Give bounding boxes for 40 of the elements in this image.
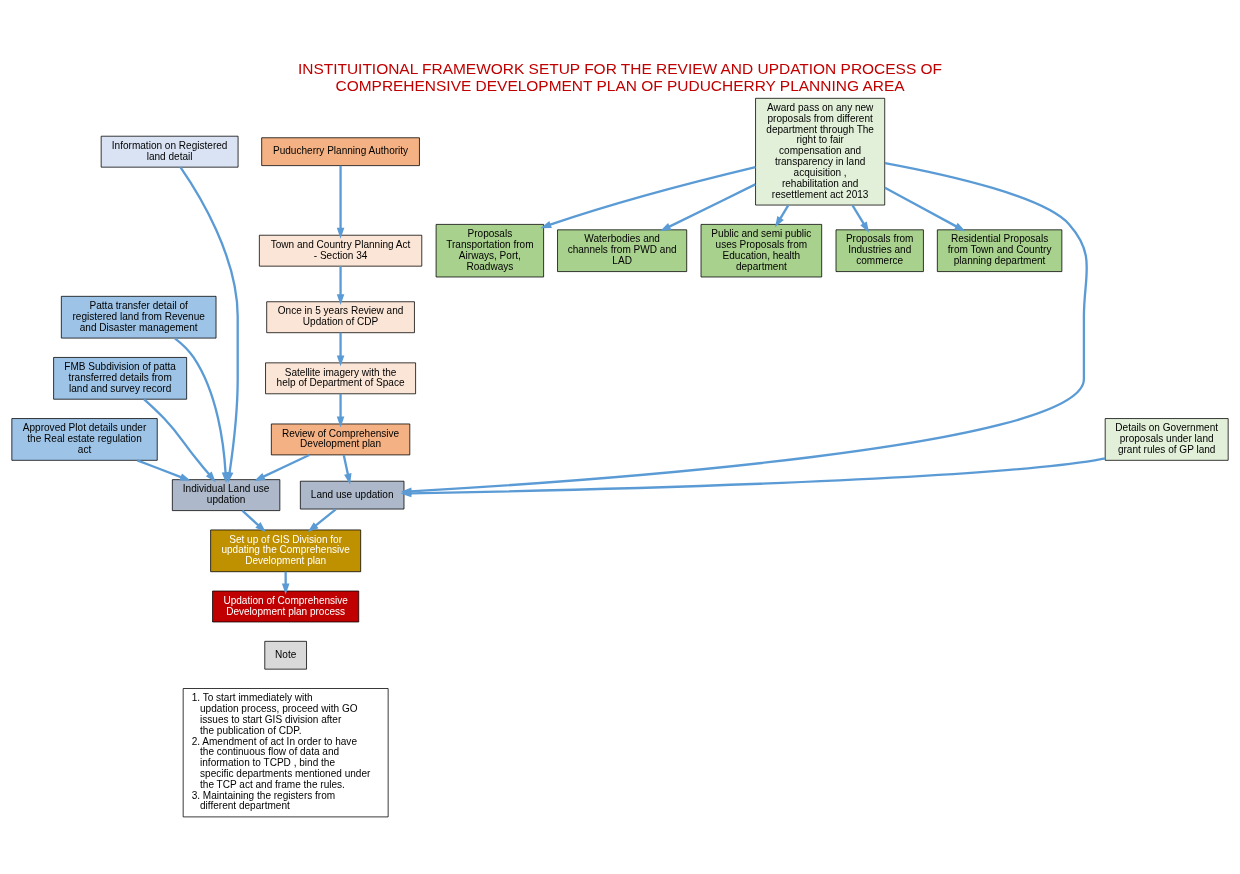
arrow [336, 393, 345, 427]
node-box: 1. To start immediately with updation process, proceed with GO issues to start GIS division after the publication of CDP. 2. Amendment of act In order to have the continuous flow of data and information to TCPD , bind the specific departments mentioned under the TCP act and frame the rules. 3. Maintaining the registers from different department [182, 687, 389, 817]
node-box: Review of Comprehensive Development plan [270, 423, 411, 455]
node-box: Individual Land use updation [171, 478, 281, 511]
arrow [174, 336, 230, 483]
node-box: Note [264, 640, 307, 670]
node-box: Proposals from Industries and commerce [835, 228, 924, 272]
node-box: Town and Country Planning Act - Section 34 [258, 234, 423, 267]
node-box: Details on Government proposals under land grant rules of GP land [1104, 417, 1229, 461]
arrow [884, 186, 966, 231]
arrow [336, 265, 345, 305]
node-box: FMB Subdivision of patta transferred details from land and survey record [53, 356, 188, 400]
node-box: Information on Registered land detail [100, 135, 239, 168]
node-box: Residential Proposals from Town and Country planning department [936, 228, 1063, 272]
arrow [660, 182, 756, 231]
node-box: Award pass on any new proposals from different department through The right to fair compensation and transparency in land acquisition , rehabilitation and resettlement act 2013 [755, 97, 886, 205]
node-box: Approved Plot details under the Real estate regulation act [11, 417, 158, 461]
arrow [136, 458, 191, 481]
arrow [336, 165, 345, 239]
node-box: Waterbodies and channels from PWD and LAD [557, 228, 688, 272]
node-box: Set up of GIS Division for updating the Comprehensive Development plan [210, 529, 362, 572]
node-box: Land use updation [299, 480, 405, 509]
arrow [336, 332, 345, 366]
node-box: Updation of Comprehensive Development plan process [212, 590, 360, 622]
node-box: Patta transfer detail of registered land from Revenue and Disaster management [60, 295, 217, 338]
arrow [241, 509, 266, 532]
node-box: Public and semi public uses Proposals from Education, health department [700, 223, 823, 277]
node-box: Satellite imagery with the help of Department of Space [265, 361, 416, 394]
node-box: Proposals Transportation from Airways, Port, Roadways [435, 223, 544, 277]
arrow [342, 454, 352, 484]
arrow [281, 571, 290, 594]
arrow [254, 453, 310, 481]
arrow [307, 507, 337, 532]
arrow [775, 204, 790, 227]
arrow [143, 397, 216, 482]
node-box: Puducherry Planning Authority [261, 136, 420, 166]
arrow [851, 204, 870, 233]
node-box: Once in 5 years Review and Updation of CDP [266, 300, 415, 333]
arrow [540, 165, 756, 228]
diagram-title: INSTITUITIONAL FRAMEWORK SETUP FOR THE REVIEW AND UPDATION PROCESS OF COMPREHENSIVE DEVELOPMENT PLAN OF PUDUCHERRY PLANNING AREA [297, 59, 943, 94]
